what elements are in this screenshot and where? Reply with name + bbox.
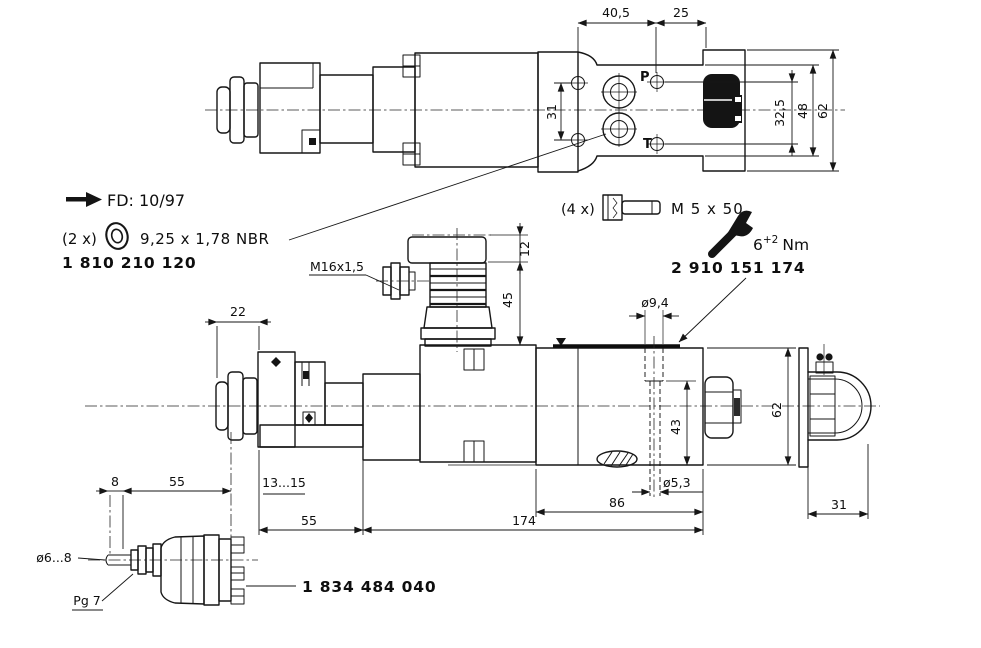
connector-detail: 1 834 484 040 8 55 ø6...8 Pg 7 bbox=[36, 432, 436, 611]
oring-qty: (2 x) bbox=[62, 230, 97, 248]
dim-hole-dia: ø5,3 bbox=[663, 475, 691, 490]
dim-total-length: 174 bbox=[512, 513, 536, 528]
clamp-screw bbox=[815, 344, 834, 375]
dim-body-length: 86 bbox=[609, 495, 625, 510]
adjustment-nut-top bbox=[703, 74, 742, 128]
dim-strip-length: 13...15 bbox=[262, 475, 306, 490]
cable-socket bbox=[376, 228, 496, 352]
dim-solenoid-length: 55 bbox=[301, 513, 317, 528]
dim-wire-offset: 8 bbox=[111, 474, 119, 489]
adjustment-nut-side bbox=[704, 376, 742, 439]
cable-dia-label: ø6...8 bbox=[36, 550, 72, 565]
dim-cap-height: 12 bbox=[517, 241, 532, 257]
dim-connector-length: 55 bbox=[169, 474, 185, 489]
leader-line bbox=[678, 277, 747, 343]
end-view: 31 bbox=[798, 344, 872, 519]
dim-knob-length: 22 bbox=[230, 304, 246, 319]
fd-note: FD: 10/97 bbox=[66, 191, 185, 210]
dim-side-height: 62 bbox=[769, 402, 784, 418]
override-knob-side bbox=[215, 371, 258, 441]
fd-arrow-icon bbox=[66, 192, 102, 207]
side-view: 22 bbox=[85, 223, 880, 535]
top-view: P T 40,5 25 31 bbox=[205, 5, 845, 241]
dim-hole-spacing-right: 32,5 bbox=[772, 99, 787, 127]
screw-part-number: 2 910 151 174 bbox=[671, 259, 805, 277]
mounting-holes bbox=[568, 72, 667, 154]
cap-screw-icon bbox=[602, 194, 661, 221]
dim-coil-height: 45 bbox=[500, 292, 515, 308]
top-view-dimensions: 40,5 25 31 32,5 48 62 bbox=[544, 5, 839, 172]
screw-qty: (4 x) bbox=[561, 202, 595, 218]
dim-end-width: 31 bbox=[831, 497, 847, 512]
dim-hole-depth: 43 bbox=[668, 419, 683, 435]
port-label-p: P bbox=[640, 70, 650, 85]
dim-body-height: 48 bbox=[795, 103, 810, 119]
dim-plate-height: 62 bbox=[815, 103, 830, 119]
dim-top-width1: 40,5 bbox=[602, 5, 630, 20]
oring-spec: 9,25 x 1,78 NBR bbox=[140, 230, 269, 248]
dim-counterbore: ø9,4 bbox=[641, 295, 669, 310]
connector-part-number: 1 834 484 040 bbox=[302, 578, 436, 596]
leader-line bbox=[288, 133, 607, 241]
screw-spec: M 5 x 50 bbox=[671, 200, 744, 218]
torque-wrench-icon bbox=[708, 210, 753, 258]
override-knob bbox=[216, 76, 259, 144]
dim-hole-spacing-left: 31 bbox=[544, 104, 559, 120]
fd-label: FD: 10/97 bbox=[107, 191, 185, 210]
oring-icon bbox=[105, 222, 129, 250]
gland-thread-label: Pg 7 bbox=[73, 593, 100, 608]
roll-pin bbox=[596, 450, 638, 468]
oring-part-number: 1 810 210 120 bbox=[62, 254, 196, 272]
dim-top-width2: 25 bbox=[673, 5, 689, 20]
cable-thread-label: M16x1,5 bbox=[310, 259, 364, 274]
port-label-t: T bbox=[643, 137, 652, 152]
oring-note: (2 x) 9,25 x 1,78 NBR 1 810 210 120 bbox=[62, 222, 269, 272]
